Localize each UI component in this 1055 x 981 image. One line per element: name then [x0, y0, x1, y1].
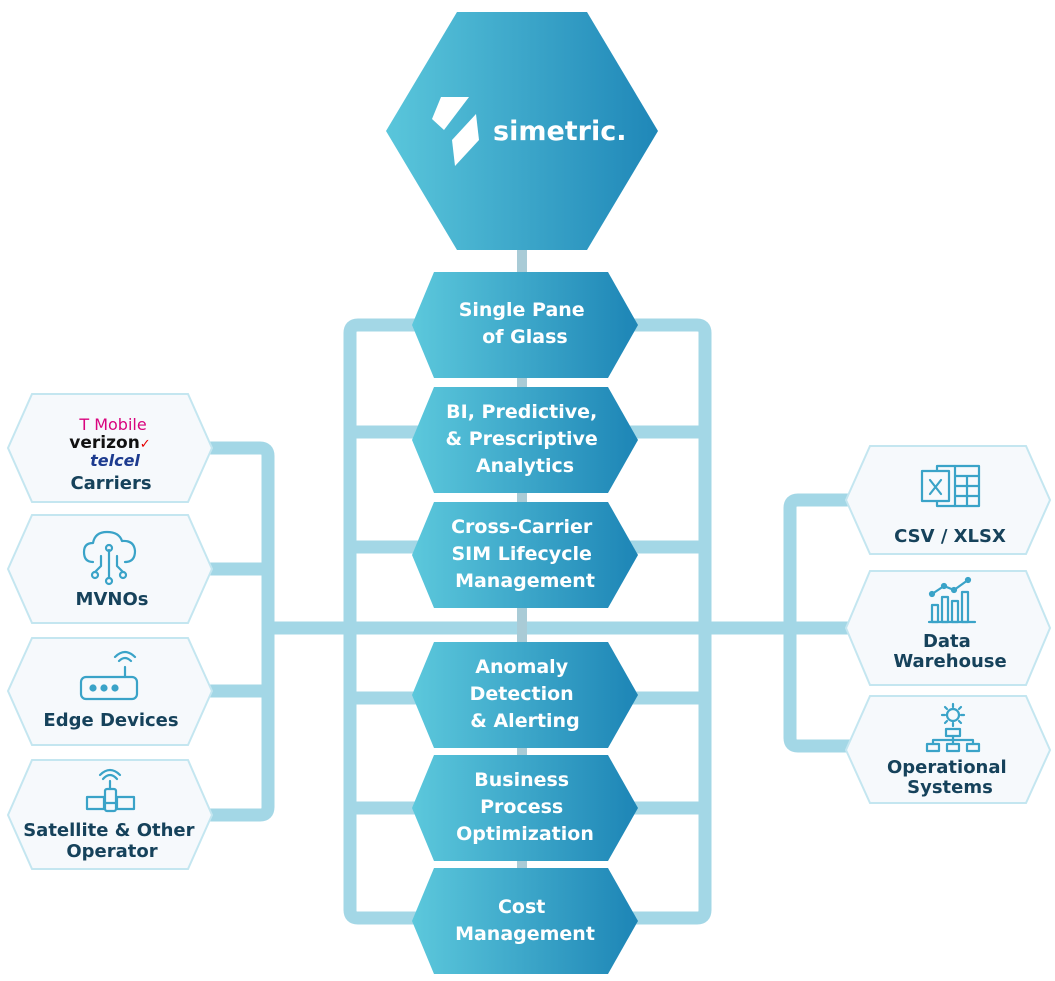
- verizon-logo: verizon✓: [69, 433, 150, 453]
- feature-cost-management[interactable]: Cost Management: [412, 868, 638, 974]
- bar-chart-icon: [927, 576, 977, 624]
- source-carriers[interactable]: T Mobile verizon✓ telcel Carriers: [6, 393, 214, 503]
- tmobile-logo: T Mobile: [78, 415, 146, 434]
- data-sources: T Mobile verizon✓ telcel Carriers MVNOs: [6, 393, 214, 870]
- gear-org-chart-icon: [925, 702, 981, 753]
- feature-label: Anomaly Detection & Alerting: [470, 656, 581, 732]
- source-mvnos[interactable]: MVNOs: [6, 514, 214, 624]
- output-operational-systems[interactable]: Operational Systems: [844, 695, 1052, 804]
- feature-label: Cross-Carrier SIM Lifecycle Management: [451, 516, 599, 592]
- brand-name: simetric.: [493, 116, 627, 147]
- feature-single-pane[interactable]: Single Pane of Glass: [412, 272, 638, 378]
- cloud-network-icon: [82, 530, 137, 586]
- output-label: Operational Systems: [887, 757, 1013, 798]
- output-csv-xlsx[interactable]: CSV / XLSX: [844, 445, 1052, 555]
- logo-hexagon: simetric.: [386, 12, 658, 250]
- output-label: Data Warehouse: [893, 631, 1006, 672]
- router-icon: [79, 650, 139, 701]
- simetric-bolt-logo: [432, 97, 479, 166]
- feature-bi-analytics[interactable]: BI, Predictive, & Prescriptive Analytics: [412, 387, 638, 493]
- feature-label: Business Process Optimization: [456, 769, 594, 845]
- telcel-logo: telcel: [90, 451, 140, 470]
- source-label: MVNOs: [76, 589, 149, 610]
- source-label: Satellite & Other Operator: [23, 820, 201, 862]
- output-data-warehouse[interactable]: Data Warehouse: [844, 570, 1052, 686]
- feature-label: Cost Management: [455, 896, 595, 945]
- spreadsheet-icon: [920, 464, 981, 508]
- source-label: Edge Devices: [43, 710, 178, 731]
- feature-stack: Single Pane of Glass BI, Predictive, & P…: [412, 272, 638, 974]
- feature-label: Single Pane of Glass: [459, 299, 592, 348]
- feature-anomaly-detection[interactable]: Anomaly Detection & Alerting: [412, 642, 638, 748]
- feature-process-optimization[interactable]: Business Process Optimization: [412, 755, 638, 861]
- source-satellite[interactable]: Satellite & Other Operator: [6, 759, 214, 870]
- feature-label: BI, Predictive, & Prescriptive Analytics: [446, 401, 605, 477]
- data-outputs: CSV / XLSX Data Warehouse: [844, 445, 1052, 804]
- output-label: CSV / XLSX: [894, 526, 1006, 547]
- source-label: Carriers: [70, 473, 151, 494]
- feature-sim-lifecycle[interactable]: Cross-Carrier SIM Lifecycle Management: [412, 502, 638, 608]
- satellite-icon: [85, 768, 136, 813]
- source-edge-devices[interactable]: Edge Devices: [6, 637, 214, 746]
